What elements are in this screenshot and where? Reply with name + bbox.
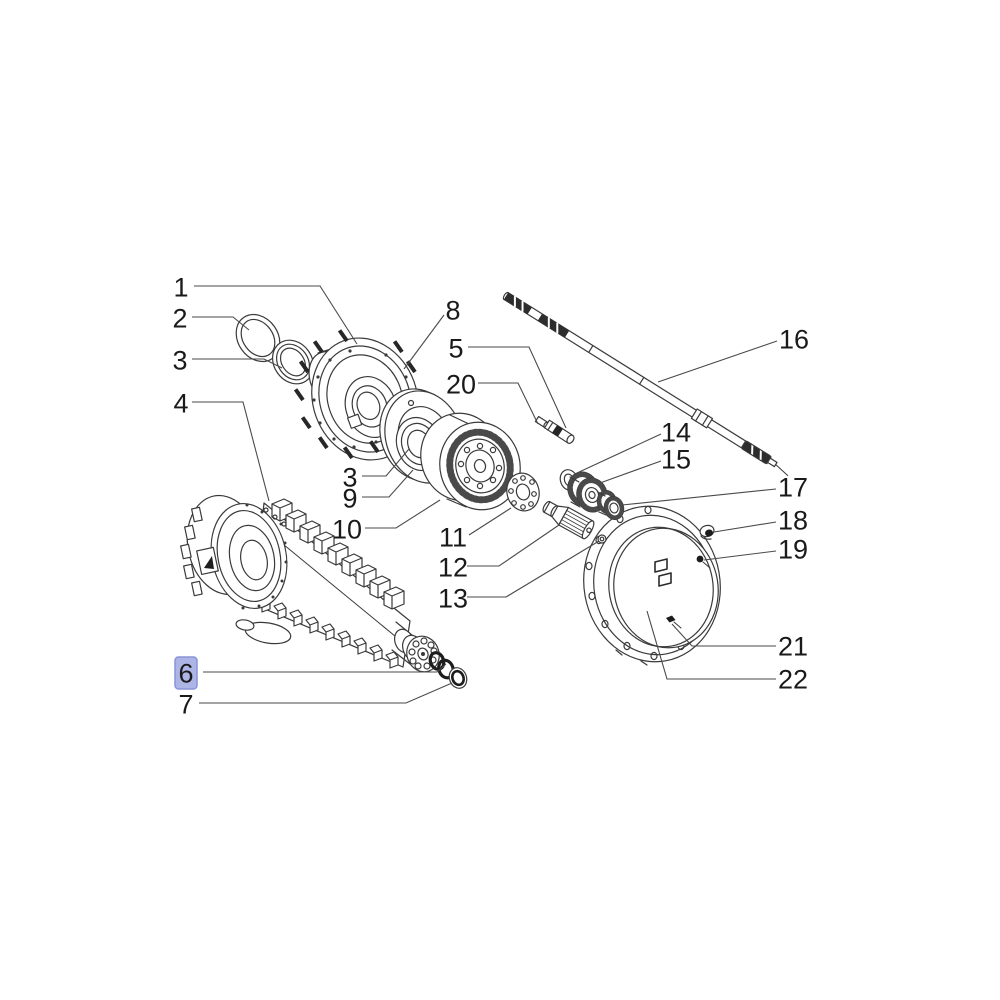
callout-10-17[interactable]: 10 xyxy=(332,499,441,545)
callout-5-5[interactable]: 5 xyxy=(448,334,567,429)
planet-pin xyxy=(543,419,575,444)
callout-number: 10 xyxy=(332,515,362,545)
callout-number: 22 xyxy=(778,665,808,695)
leader-line xyxy=(365,499,441,529)
callout-16-7[interactable]: 16 xyxy=(657,325,809,383)
leader-line xyxy=(192,316,250,331)
callout-3-15[interactable]: 3 xyxy=(342,448,410,493)
leader-line xyxy=(192,401,270,502)
callout-14-8[interactable]: 14 xyxy=(576,418,691,474)
callout-number: 9 xyxy=(342,484,357,514)
callout-number: 8 xyxy=(445,296,460,326)
callout-number: 7 xyxy=(178,690,193,720)
seal-ring xyxy=(235,313,281,363)
ring-gear-drum xyxy=(420,412,521,511)
bearing-cup xyxy=(271,339,315,385)
leader-line xyxy=(599,460,662,484)
callout-number: 20 xyxy=(446,370,476,400)
leader-line xyxy=(467,540,600,598)
callout-number: 2 xyxy=(172,304,187,334)
callout-8-4[interactable]: 8 xyxy=(403,296,461,370)
callout-15-9[interactable]: 15 xyxy=(599,445,691,484)
callout-2-1[interactable]: 2 xyxy=(172,304,250,334)
callout-7-22[interactable]: 7 xyxy=(178,682,453,720)
callout-19-12[interactable]: 19 xyxy=(703,535,808,565)
callout-number: 1 xyxy=(173,273,188,303)
housing-rib-slots xyxy=(180,506,203,597)
callout-number: 6 xyxy=(178,659,193,689)
leader-line xyxy=(671,623,776,647)
callout-21-13[interactable]: 21 xyxy=(671,623,808,662)
drum-face-holes xyxy=(457,442,503,490)
housing-flange-dots xyxy=(241,503,288,610)
callout-number: 17 xyxy=(778,473,808,503)
housing-fins xyxy=(271,498,405,610)
leader-line xyxy=(467,524,560,567)
callout-number: 21 xyxy=(778,632,808,662)
leader-line xyxy=(194,285,358,345)
leader-line xyxy=(468,346,567,429)
outer-seal-ring xyxy=(448,667,468,689)
callout-number: 3 xyxy=(172,346,187,376)
hub-flange-plate xyxy=(506,472,540,512)
leader-line xyxy=(576,433,662,474)
axle-shaft xyxy=(502,291,789,477)
leader-line xyxy=(621,488,777,506)
callout-number: 18 xyxy=(778,506,808,536)
leader-line xyxy=(203,663,447,673)
callout-number: 19 xyxy=(778,535,808,565)
leader-line xyxy=(703,550,777,561)
callout-6-21[interactable]: 6 xyxy=(174,656,447,690)
callout-18-11[interactable]: 18 xyxy=(713,506,808,536)
leader-line xyxy=(468,507,512,536)
callout-1-0[interactable]: 1 xyxy=(173,273,358,345)
housing-bottom-tabs xyxy=(257,595,399,669)
sun-shaft-nut xyxy=(597,534,607,544)
callout-22-14[interactable]: 22 xyxy=(646,610,808,695)
callout-number: 5 xyxy=(448,334,463,364)
highlight-box xyxy=(174,656,198,690)
leader-line xyxy=(199,682,453,704)
leader-line xyxy=(362,448,410,477)
leader-line xyxy=(403,314,445,370)
needle-bearing xyxy=(596,490,625,520)
small-bolt-19 xyxy=(696,555,711,569)
callout-9-16[interactable]: 9 xyxy=(342,469,414,514)
callout-number: 13 xyxy=(438,584,468,614)
artwork xyxy=(180,291,789,689)
callout-13-20[interactable]: 13 xyxy=(438,540,600,614)
callout-11-18[interactable]: 11 xyxy=(439,507,512,553)
window-arrow xyxy=(204,556,214,569)
callout-number: 4 xyxy=(173,389,188,419)
callout-number: 12 xyxy=(438,553,468,583)
callout-3-2[interactable]: 3 xyxy=(172,346,283,376)
leader-line xyxy=(646,610,776,680)
leader-line xyxy=(657,340,778,383)
planetary-cover xyxy=(583,505,721,666)
leader-line xyxy=(362,469,414,498)
callout-20-6[interactable]: 20 xyxy=(446,370,539,425)
callout-17-10[interactable]: 17 xyxy=(621,473,808,506)
plug xyxy=(699,524,715,540)
callout-number: 11 xyxy=(439,523,467,553)
brand-logo xyxy=(654,558,672,587)
callout-number: 16 xyxy=(779,325,809,355)
cover-bolt-holes xyxy=(585,505,685,661)
axle-housing xyxy=(180,494,440,673)
callout-number: 14 xyxy=(661,418,691,448)
leader-line xyxy=(478,382,539,425)
small-bolt-21 xyxy=(666,615,682,629)
leader-line xyxy=(192,358,283,369)
callout-number: 15 xyxy=(661,445,691,475)
leader-line xyxy=(713,521,777,533)
callout-12-19[interactable]: 12 xyxy=(438,524,560,583)
callout-number: 3 xyxy=(342,463,357,493)
callout-4-3[interactable]: 4 xyxy=(173,389,270,502)
